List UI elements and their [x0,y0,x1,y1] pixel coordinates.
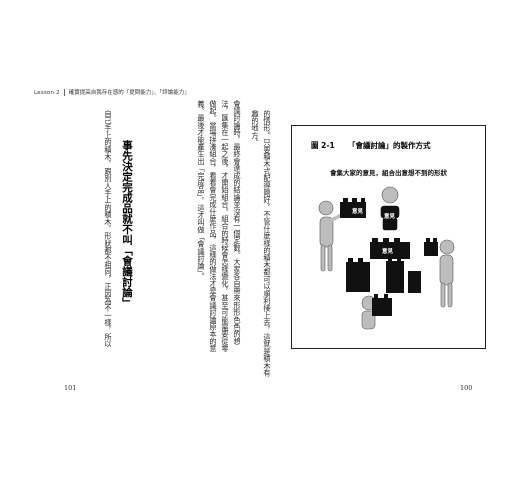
text-run: 趣的地方。 [251,110,260,146]
left-text-column-3: 做起。當場拼湊組合，看看會完成什麼作品，這樣的做法才是會議討論原本的意 [208,100,218,390]
block-carried-bottom [372,294,392,316]
left-text-column-4: 義。最後才能產生出「完成品」，這才叫做「會議討論」。 [196,100,206,390]
figure-illustration [318,186,455,330]
block-label-2: 意見 [384,214,396,220]
chapter-title: 確實提高自我存在感的「提問能力」、「評論能力」 [68,90,190,96]
right-text-column-1: 的情形。只要積木式配得剛好，不管什麼樣的積木都可以順利接上去，這就是積木有 [262,110,272,390]
block-carried-right [424,238,438,256]
block-right-tall [386,257,404,293]
left-text-column-2: 法，匯集在一起之後，才開始組合。組合的時候會怎樣變化，甚至可能需要從零 [220,100,230,390]
block-label-3: 意見 [382,249,394,255]
text-run: 法，匯集在一起之後，才開始組合。組合的時候會怎樣變化，甚至可能需要從零 [221,100,230,352]
block-carried-left [340,198,366,218]
figure-2-1: 圖 2-1 「會議討論」的製作方式 會集大家的意見，組合出意想不到的形狀 [291,125,486,349]
text-run: 自己手上的積木，跟別人手上的積木，形狀都不相同，正因為不一樣，所以 [104,110,113,348]
left-text-column-5: 自己手上的積木，跟別人手上的積木，形狀都不相同，正因為不一樣，所以 [103,110,113,360]
lesson-label: Lesson 2 [34,90,60,96]
page-number-left: 101 [64,384,77,392]
running-header: Lesson 2 確實提高自我存在感的「提問能力」、「評論能力」 [34,88,190,96]
person-right [439,239,455,308]
text-run: 義。最後才能產生出「完成品」，這才叫做「會議討論」。 [197,100,206,280]
text-run: 會議討論時，最終會達成的結論並沒有一個定數。大家各自帶來形形色色的想 [233,100,242,345]
text-run: 的情形。只要積木式配得剛好，不管什麼樣的積木都可以順利接上去，這就是積木有 [263,110,272,377]
figure-title: 「會議討論」的製作方式 [348,141,431,150]
header-divider [63,89,65,96]
block-stack-centre [370,238,410,259]
right-text-column-2: 趣的地方。 [250,110,260,390]
left-text-column-1: 會議討論時，最終會達成的結論並沒有一個定數。大家各自帶來形形色色的想 [232,100,242,390]
text-run: 做起。當場拼湊組合，看看會完成什麼作品，這樣的做法才是會議討論原本的意 [209,100,218,352]
page-number-right: 100 [460,384,473,392]
block-label-1: 意見 [352,209,364,215]
figure-subtitle: 會集大家的意見，組合出意想不到的形狀 [330,169,447,177]
figure-number: 圖 2-1 [311,141,335,150]
section-heading: 事先決定完成品就不叫「會議討論」 [121,140,133,308]
person-top [380,186,400,231]
block-small-right [408,271,421,293]
block-tall-left [346,258,370,292]
